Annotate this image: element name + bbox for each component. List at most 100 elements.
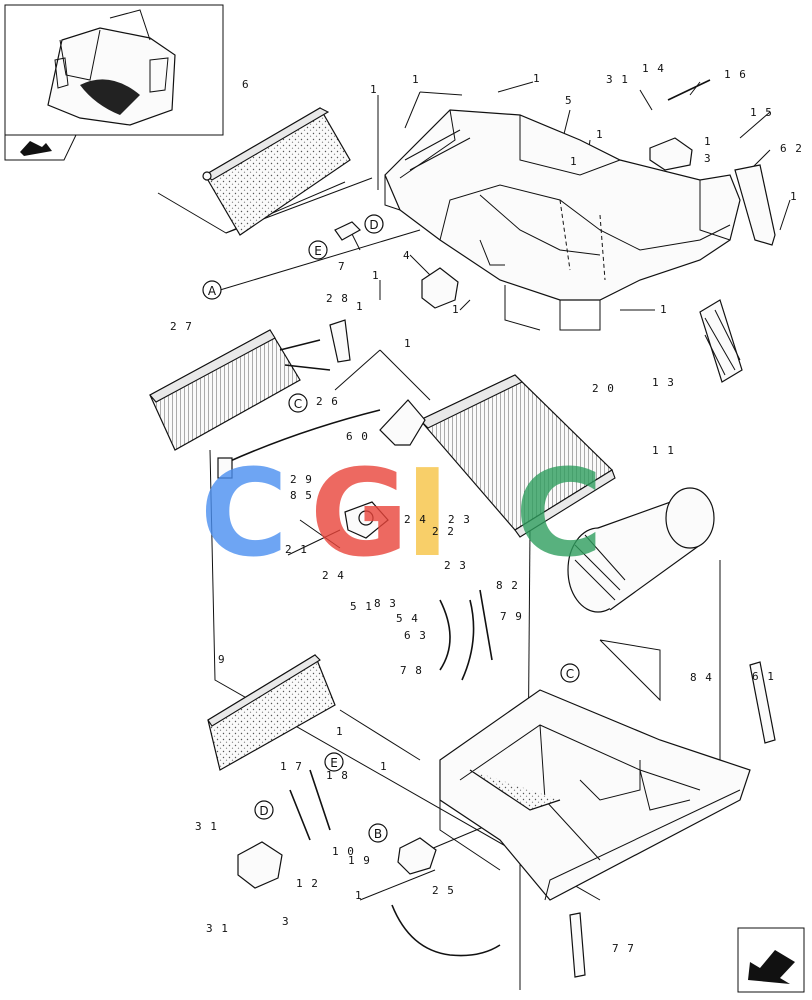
callout-label: 1	[404, 337, 412, 350]
callout-label: 1	[355, 889, 363, 902]
callout-label: 1 0	[332, 845, 355, 858]
part-84-lower-housing	[439, 689, 751, 901]
inset-thumbnail	[4, 4, 224, 136]
callout-label: 1 1	[652, 444, 675, 457]
callout-label: 5 1	[350, 600, 373, 613]
callout-label: 1 4	[642, 62, 665, 75]
callout-label: 1	[790, 190, 798, 203]
callout-label: 3 1	[606, 73, 629, 86]
callout-label: 1	[336, 725, 344, 738]
part-78-82-hoses	[439, 589, 493, 681]
reference-circle	[254, 800, 274, 820]
callout-label: 8 3	[374, 597, 397, 610]
callout-label: 6 1	[752, 670, 775, 683]
callout-label: 2 8	[326, 292, 349, 305]
callout-label: 3	[282, 915, 290, 928]
callout-label: 1	[596, 128, 604, 141]
reference-letter: B	[374, 827, 382, 841]
watermark-letter: G	[310, 445, 409, 584]
part-62-bracket	[734, 164, 776, 246]
callout-label: 2 4	[322, 569, 345, 582]
part-28-bracket	[329, 319, 351, 363]
callout-label: 1	[452, 303, 460, 316]
callout-label: 1 6	[724, 68, 747, 81]
reference-circles: A D E C C E D B	[202, 214, 580, 843]
callout-label: 3 1	[195, 820, 218, 833]
reference-circle	[368, 823, 388, 843]
callout-label: 1	[380, 760, 388, 773]
callout-label: 6 0	[346, 430, 369, 443]
callout-label: 1	[704, 135, 712, 148]
reference-circle	[202, 280, 222, 300]
part-27-heater-core	[149, 329, 331, 451]
part-20-evaporator	[419, 374, 616, 538]
part-3-lower-relay	[237, 841, 283, 889]
callout-label: 1 8	[326, 769, 349, 782]
part-5-upper-housing	[384, 109, 741, 331]
part-60-plate	[379, 399, 426, 446]
part-29-harness	[217, 409, 381, 479]
callout-label: 5 4	[396, 612, 419, 625]
reference-circle	[288, 393, 308, 413]
callout-label: 8 5	[290, 489, 313, 502]
part-9-lower-filter	[207, 654, 336, 771]
callout-label: 6 3	[404, 629, 427, 642]
watermark-letter: I	[405, 445, 450, 584]
callout-label: 5	[565, 94, 573, 107]
callout-label: 1 3	[652, 376, 675, 389]
callout-label: 1 2	[296, 877, 319, 890]
part-11-blower	[567, 487, 715, 613]
callout-label: 7 8	[400, 664, 423, 677]
part-7-clip	[334, 221, 361, 241]
part-61-bracket	[749, 661, 776, 744]
callout-label: 6 2	[780, 142, 803, 155]
callout-label: 7 9	[500, 610, 523, 623]
callout-label: 2 2	[432, 525, 455, 538]
callout-label: 2 9	[290, 473, 313, 486]
callout-label: 2 4	[404, 513, 427, 526]
reference-circle	[364, 214, 384, 234]
part-3-upper-relay	[649, 137, 693, 171]
part-19-actuator	[397, 837, 437, 875]
callout-label: 2 3	[444, 559, 467, 572]
callout-label: 1	[660, 303, 668, 316]
reference-letter: A	[208, 284, 217, 298]
reference-letter: E	[314, 244, 322, 258]
callout-label: 2 6	[316, 395, 339, 408]
callout-label: 8 2	[496, 579, 519, 592]
reference-circle	[308, 240, 328, 260]
reference-letter: D	[259, 804, 268, 818]
part-85-sensor	[344, 501, 389, 539]
callout-label: 6	[242, 78, 250, 91]
callout-label: 1	[412, 73, 420, 86]
part-4-actuator	[421, 267, 459, 309]
part-77-seal	[569, 912, 586, 978]
inset-arrow-tab	[4, 134, 77, 161]
callout-label: 9	[218, 653, 226, 666]
callout-label: 2 7	[170, 320, 193, 333]
reference-letter: E	[330, 756, 338, 770]
reference-letter: C	[566, 667, 574, 681]
callout-label: 1	[356, 300, 364, 313]
callout-label: 1 7	[280, 760, 303, 773]
callout-label: 3 1	[206, 922, 229, 935]
callout-label: 1 9	[348, 854, 371, 867]
part-6-filter	[202, 107, 351, 236]
callout-label: 1	[570, 155, 578, 168]
callout-label: 2 0	[592, 382, 615, 395]
callout-label: 7 7	[612, 942, 635, 955]
reference-circle	[324, 752, 344, 772]
part-25-harness	[391, 904, 501, 957]
callout-label: 1	[370, 83, 378, 96]
callout-label: 7	[338, 260, 346, 273]
reference-letter: D	[369, 218, 378, 232]
part-16-bar	[667, 79, 711, 101]
callout-label: 3	[704, 152, 712, 165]
reference-letter: C	[294, 397, 302, 411]
callout-label: 1	[372, 269, 380, 282]
callout-label: 1 5	[750, 106, 773, 119]
nav-arrow-icon[interactable]	[737, 927, 805, 993]
